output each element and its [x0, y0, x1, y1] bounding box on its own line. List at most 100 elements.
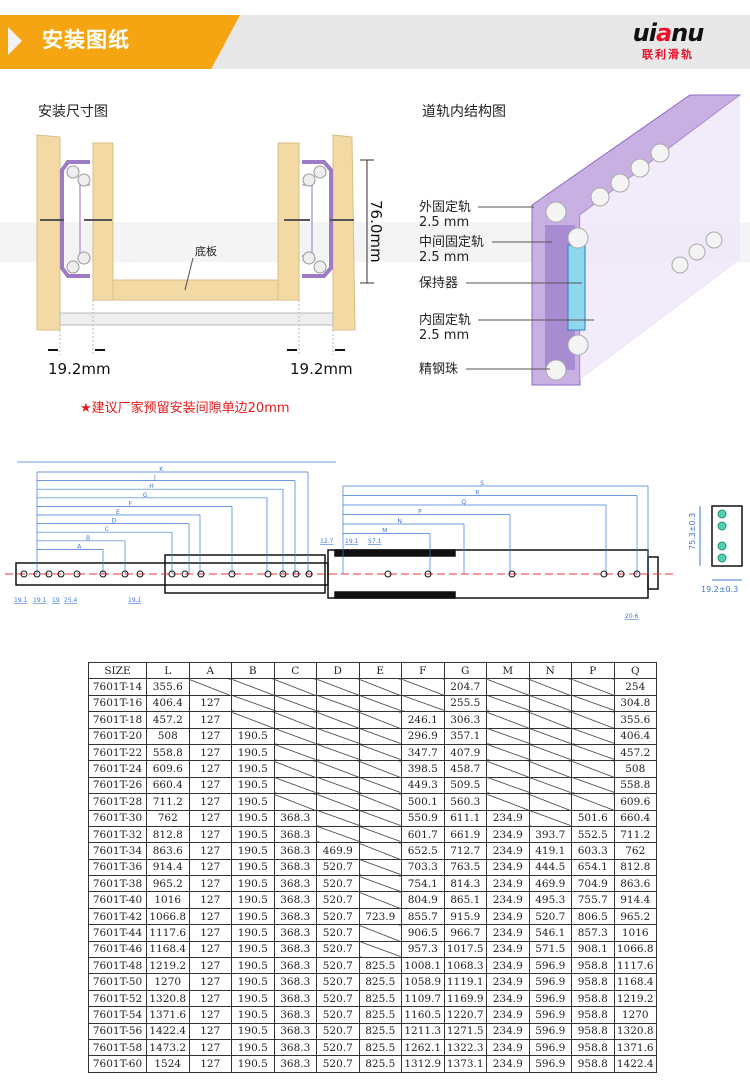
cell-l: 660.4 [146, 776, 190, 795]
not-applicable-cell [358, 711, 402, 729]
cell-n: 469.9 [528, 875, 572, 893]
not-applicable-cell [486, 678, 530, 696]
not-applicable-cell [358, 793, 402, 811]
cell-b: 190.5 [231, 1022, 275, 1040]
not-applicable-cell [486, 760, 530, 778]
cell-d: 520.7 [316, 973, 360, 991]
cell-m: 234.9 [486, 1006, 530, 1024]
cell-m: 234.9 [486, 842, 530, 860]
cell-a: 127 [188, 1006, 232, 1024]
column-header-size: SIZE [88, 661, 147, 680]
cell-a: 127 [188, 776, 232, 795]
cell-n: 596.9 [528, 973, 572, 991]
cell-n: 393.7 [528, 825, 572, 844]
mounting-hole [57, 570, 65, 578]
cell-p: 603.3 [571, 842, 615, 860]
cell-a: 127 [188, 924, 232, 942]
not-applicable-cell [273, 760, 317, 778]
cell-q: 609.6 [613, 793, 657, 811]
cell-q: 558.8 [613, 776, 657, 795]
dimension-label-q: Q [461, 499, 466, 506]
cell-a: 127 [188, 957, 232, 975]
cell-size: 7601T-26 [88, 776, 147, 795]
not-applicable-cell [358, 825, 402, 844]
cell-p: 552.5 [571, 825, 615, 844]
cell-m: 234.9 [486, 1038, 530, 1057]
not-applicable-cell [486, 727, 530, 745]
cell-size: 7601T-32 [88, 825, 147, 844]
small-dimension-label: 12.7 [320, 538, 334, 545]
column-header-c: C [273, 661, 317, 680]
cell-g: 255.5 [443, 694, 487, 713]
small-dimension-label: 57.1 [368, 538, 382, 545]
not-applicable-cell [358, 858, 402, 877]
cell-a: 127 [188, 743, 232, 762]
cell-m: 234.9 [486, 825, 530, 844]
not-applicable-cell [528, 694, 572, 713]
dimension-label-k: K [159, 466, 164, 473]
cell-b: 190.5 [231, 924, 275, 942]
cell-g: 509.5 [443, 776, 487, 795]
cell-l: 1270 [146, 973, 190, 991]
cell-n: 596.9 [528, 957, 572, 975]
cell-n: 419.1 [528, 842, 572, 860]
cell-e: 825.5 [358, 989, 402, 1008]
mounting-hole [33, 570, 41, 578]
cell-c: 368.3 [273, 809, 317, 827]
cell-p: 908.1 [571, 940, 615, 959]
logo-chinese-name: 联利滑轨 [642, 48, 694, 61]
not-applicable-cell [231, 711, 275, 729]
cell-l: 355.6 [146, 678, 190, 696]
cell-c: 368.3 [273, 1038, 317, 1057]
cell-e: 825.5 [358, 1038, 402, 1057]
cell-m: 234.9 [486, 875, 530, 893]
cell-p: 958.8 [571, 1055, 615, 1073]
not-applicable-cell [571, 727, 615, 745]
dimension-label-d: D [112, 518, 117, 525]
cell-f: 1262.1 [401, 1038, 445, 1057]
cell-size: 7601T-22 [88, 743, 147, 762]
cell-d: 520.7 [316, 858, 360, 877]
cell-a: 127 [188, 1022, 232, 1040]
cell-size: 7601T-14 [88, 678, 147, 696]
cell-f: 1008.1 [401, 957, 445, 975]
cell-l: 1066.8 [146, 907, 190, 926]
cell-size: 7601T-40 [88, 891, 147, 909]
cell-l: 1371.6 [146, 1006, 190, 1024]
cell-f: 957.3 [401, 940, 445, 959]
cell-size: 7601T-58 [88, 1038, 147, 1057]
cell-m: 234.9 [486, 1022, 530, 1040]
cell-size: 7601T-18 [88, 711, 147, 729]
not-applicable-cell [358, 743, 402, 762]
drawer-bottom-board [112, 279, 279, 301]
cell-f: 1312.9 [401, 1055, 445, 1073]
not-applicable-cell [358, 678, 402, 696]
not-applicable-cell [316, 694, 360, 713]
not-applicable-cell [358, 727, 402, 745]
not-applicable-cell [316, 760, 360, 778]
cell-size: 7601T-48 [88, 957, 147, 975]
cell-n: 546.1 [528, 924, 572, 942]
cell-f: 1058.9 [401, 973, 445, 991]
cell-c: 368.3 [273, 940, 317, 959]
cell-m: 234.9 [486, 989, 530, 1008]
column-header-a: A [188, 661, 232, 680]
cell-g: 865.1 [443, 891, 487, 909]
cell-g: 763.5 [443, 858, 487, 877]
cell-n: 596.9 [528, 1022, 572, 1040]
cell-q: 457.2 [613, 743, 657, 762]
cell-g: 814.3 [443, 875, 487, 893]
cell-m: 234.9 [486, 973, 530, 991]
cell-size: 7601T-36 [88, 858, 147, 877]
cell-d: 520.7 [316, 924, 360, 942]
cell-g: 661.9 [443, 825, 487, 844]
not-applicable-cell [401, 678, 445, 696]
cell-d: 520.7 [316, 1006, 360, 1024]
cell-m: 234.9 [486, 809, 530, 827]
cell-d: 520.7 [316, 1022, 360, 1040]
cell-q: 1016 [613, 924, 657, 942]
